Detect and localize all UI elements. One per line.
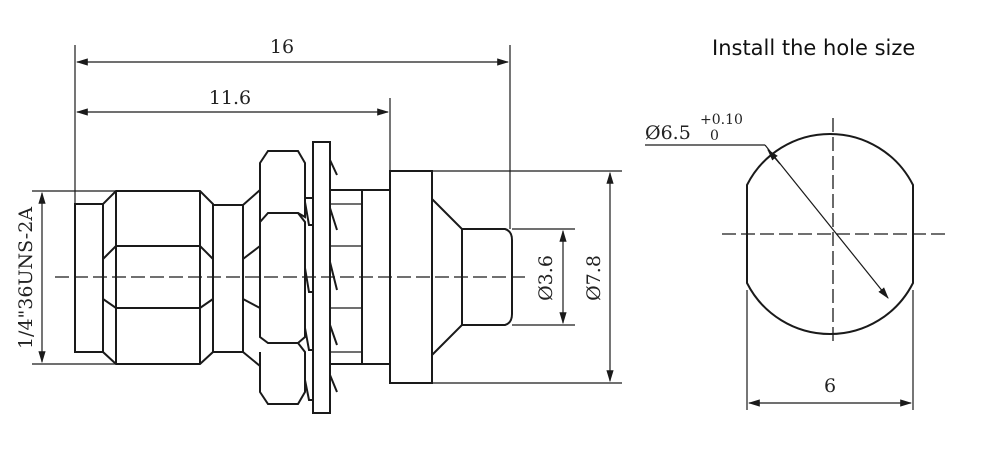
dim-hole-tol-upper: +0.10 xyxy=(700,112,743,128)
dim-overall-length: 16 xyxy=(270,36,294,58)
dim-hole-tol-lower: 0 xyxy=(710,128,719,144)
dim-pin-diameter: Ø3.6 xyxy=(535,255,557,301)
panel-hole-view xyxy=(645,118,950,410)
dim-body-length: 11.6 xyxy=(209,87,251,109)
dim-thread: 1/4"36UNS-2A xyxy=(15,207,37,349)
dim-flange-diameter: Ø7.8 xyxy=(583,255,605,301)
panel-hole-title: Install the hole size xyxy=(712,36,916,60)
dim-hole-flat-width: 6 xyxy=(824,375,836,397)
connector-side-view xyxy=(55,141,525,414)
dim-hole-diameter: Ø6.5 xyxy=(645,122,691,144)
dimension-lines xyxy=(32,45,622,384)
